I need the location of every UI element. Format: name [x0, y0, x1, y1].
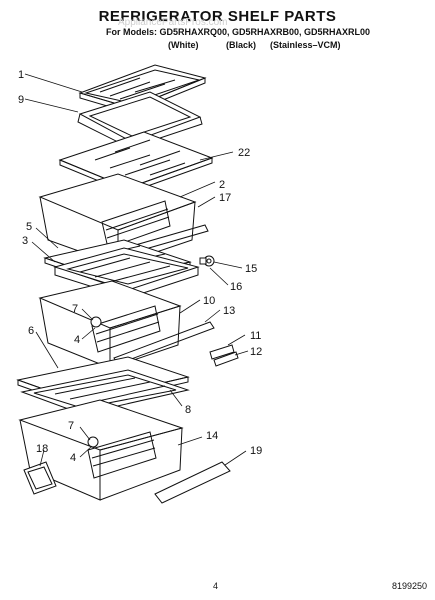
bottom-crisper-drawer: [18, 399, 184, 501]
finish-stainless: (Stainless–VCM): [270, 40, 341, 50]
watermark-text: AppliancePartsPros.com: [118, 17, 228, 28]
rail-19: [154, 461, 231, 504]
finish-white: (White): [168, 40, 199, 50]
callout-4-lower: 4: [70, 452, 76, 464]
callout-9: 9: [18, 94, 24, 106]
document-number: 8199250: [392, 581, 428, 591]
callout-3: 3: [22, 235, 28, 247]
bracket-18: [23, 461, 57, 495]
callout-7-upper: 7: [72, 303, 78, 315]
lower-crisper-drawer: [38, 280, 215, 369]
callout-1: 1: [18, 69, 24, 81]
page-number: 4: [213, 581, 219, 591]
callout-14: 14: [206, 430, 218, 442]
models-line: For Models: GD5RHAXRQ00, GD5RHAXRB00, GD…: [106, 27, 371, 37]
callout-18: 18: [36, 443, 48, 455]
callout-17: 17: [219, 192, 231, 204]
callout-4-upper: 4: [74, 334, 80, 346]
callout-11: 11: [250, 330, 261, 342]
callout-15: 15: [245, 263, 257, 275]
callout-13: 13: [223, 305, 235, 317]
page-title: REFRIGERATOR SHELF PARTS: [98, 8, 337, 25]
bottom-shelf-frame: [20, 369, 190, 415]
callout-10: 10: [203, 295, 215, 307]
callout-labels: 1 9 22 2 17 5 3 15 16 7 10 13 4 6 11 12 …: [18, 69, 262, 464]
callout-5: 5: [26, 221, 32, 233]
callout-19: 19: [250, 445, 262, 457]
callout-16: 16: [230, 281, 242, 293]
leader-lines: [24, 73, 249, 467]
callout-12: 12: [250, 346, 262, 358]
callout-6: 6: [28, 325, 34, 337]
callout-8: 8: [185, 404, 191, 416]
roller-15: [199, 255, 215, 267]
callout-22: 22: [238, 147, 250, 159]
callout-2: 2: [219, 179, 225, 191]
finish-black: (Black): [226, 40, 257, 50]
crisper-cover: [58, 131, 214, 194]
drawer-slides: [209, 344, 239, 367]
callout-7-lower: 7: [68, 420, 74, 432]
